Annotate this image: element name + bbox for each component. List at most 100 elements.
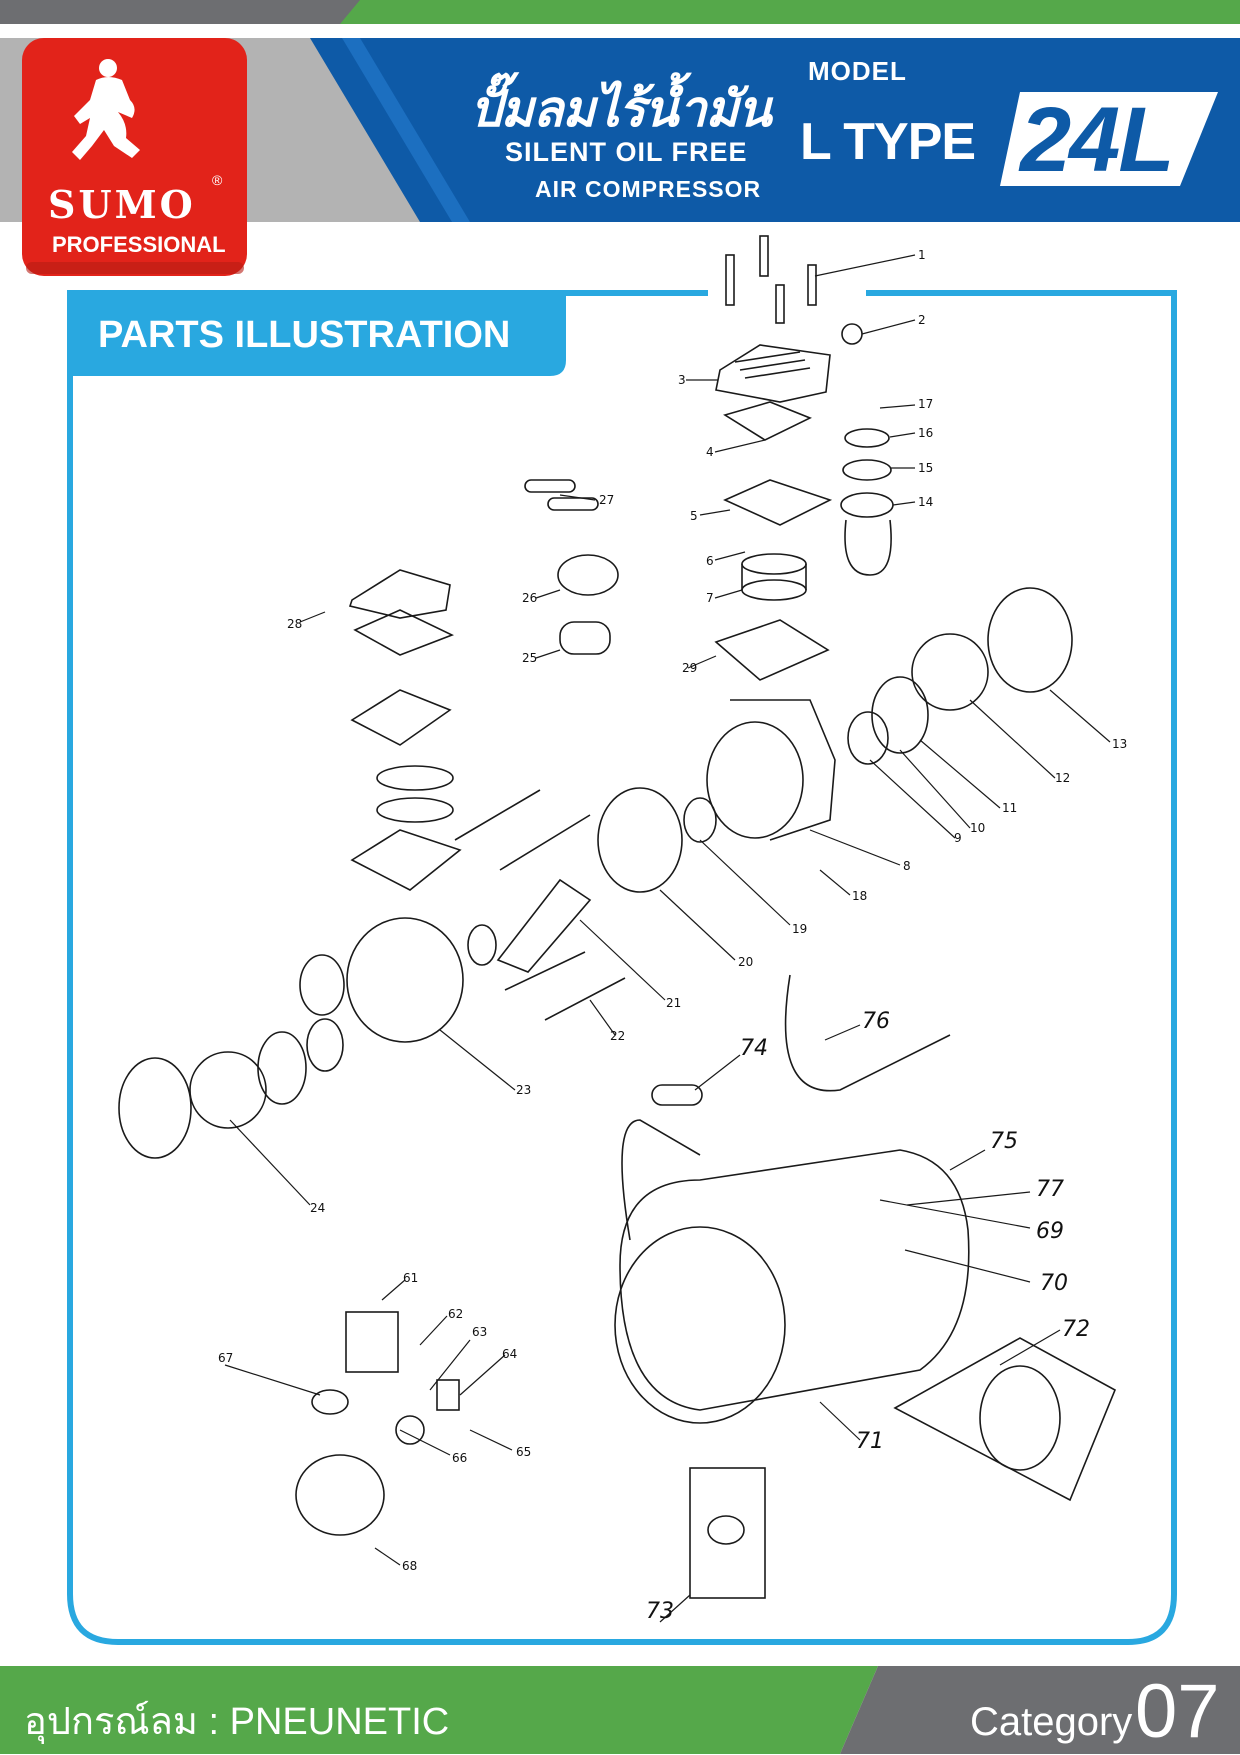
part-label: 67	[218, 1351, 233, 1365]
handle-grip-icon	[651, 1084, 703, 1106]
part-label: 64	[502, 1347, 517, 1361]
part-label: 5	[690, 509, 698, 523]
brand-subtitle: PROFESSIONAL	[52, 232, 226, 257]
part-label: 25	[522, 651, 537, 665]
part-label: 9	[954, 831, 962, 845]
registered-mark: ®	[212, 172, 223, 188]
part-label: 12	[1055, 771, 1070, 785]
product-title-thai: ปั๊มลมไร้น้ำมัน	[470, 80, 772, 138]
part-label: 69	[1036, 1219, 1064, 1244]
stator-icon	[597, 787, 683, 893]
bolt-icon-group	[725, 235, 817, 324]
part-label: 10	[970, 821, 985, 835]
part-label: 68	[402, 1559, 417, 1573]
fitting-icon	[841, 323, 863, 345]
part-label: 14	[918, 495, 933, 509]
capacity-badge	[1000, 92, 1218, 186]
part-label: 20	[738, 955, 753, 969]
part-label: 73	[646, 1599, 674, 1624]
part-label: 72	[1062, 1317, 1090, 1342]
valve-plate-icon	[723, 479, 833, 526]
gauge-icon	[395, 1415, 425, 1445]
wheel-icon	[979, 1365, 1061, 1471]
air-tank-icon	[619, 1149, 970, 1411]
part-labels: 1 2 3 4 5 6 7 8 9 10 11 12 13 14 15 16 1…	[218, 248, 1127, 1624]
part-label: 21	[666, 996, 681, 1010]
pressure-switch-icon	[345, 1311, 399, 1373]
o-ring-icon	[842, 459, 892, 481]
part-label: 27	[599, 493, 614, 507]
part-label: 22	[610, 1029, 625, 1043]
air-pipe-icon	[784, 974, 951, 1092]
footer-green-band	[0, 1666, 878, 1754]
model-type: L TYPE	[800, 113, 976, 171]
fan-blade-icon	[911, 633, 989, 711]
handle-icon	[621, 1119, 701, 1241]
top-gray-stripe	[0, 0, 360, 24]
product-title-line1: SILENT OIL FREE	[505, 137, 748, 167]
motor-housing-2-icon	[346, 917, 464, 1043]
pulley-disc-icon	[871, 676, 929, 754]
valve-disc-icon	[844, 428, 890, 448]
part-label: 16	[918, 426, 933, 440]
part-label: 26	[522, 591, 537, 605]
model-capacity: 24L	[1020, 89, 1175, 191]
part-label: 15	[918, 461, 933, 475]
part-label: 62	[448, 1307, 463, 1321]
part-label: 74	[740, 1036, 768, 1061]
part-label: 75	[990, 1129, 1018, 1154]
sumo-wrestler-logo-icon	[72, 59, 140, 160]
gasket-icon	[723, 401, 812, 441]
power-cord-icon	[295, 1454, 385, 1536]
regulator-icon	[436, 1379, 460, 1411]
bearing-icon	[847, 711, 889, 765]
cylinder-cap-icon	[840, 492, 894, 518]
rubber-foot-box-icon	[689, 1467, 766, 1599]
model-label: MODEL	[808, 56, 907, 86]
part-label: 17	[918, 397, 933, 411]
leader-lines	[224, 254, 1111, 1623]
parts-drawing	[118, 235, 1117, 1599]
capacitor-cover-icon	[557, 554, 619, 596]
part-label: 11	[1002, 801, 1017, 815]
part-label: 13	[1112, 737, 1127, 751]
capacitor-icon	[559, 621, 611, 655]
cylinder-head-2-icon	[348, 569, 451, 619]
part-label: 2	[918, 313, 926, 327]
part-label: 24	[310, 1201, 325, 1215]
footer-category-number: 07	[1135, 1669, 1220, 1754]
part-label: 19	[792, 922, 807, 936]
part-label: 7	[706, 591, 714, 605]
part-label: 77	[1036, 1177, 1064, 1202]
bearing-2-icon	[683, 797, 717, 843]
section-frame	[67, 290, 1177, 1645]
part-label: 23	[516, 1083, 531, 1097]
part-label: 4	[706, 445, 714, 459]
part-label: 71	[856, 1429, 884, 1454]
part-label: 70	[1040, 1271, 1068, 1296]
part-label: 61	[403, 1271, 418, 1285]
part-label: 76	[862, 1009, 890, 1034]
part-label: 28	[287, 617, 302, 631]
rotor-icon	[496, 878, 592, 973]
footer-gray-band	[840, 1666, 1240, 1754]
part-label: 29	[682, 661, 697, 675]
seal-box-icon	[714, 619, 830, 681]
footer-category-text: อุปกรณ์ลม : PNEUNETIC	[24, 1701, 450, 1743]
part-label: 3	[678, 373, 686, 387]
part-label: 65	[516, 1445, 531, 1459]
motor-housing-icon	[706, 721, 804, 839]
section-title: PARTS ILLUSTRATION	[98, 314, 511, 356]
part-label: 63	[472, 1325, 487, 1339]
logo-badge	[22, 38, 247, 276]
tie-rods-icon	[454, 789, 626, 1021]
product-title-line2: AIR COMPRESSOR	[535, 176, 762, 202]
part-label: 18	[852, 889, 867, 903]
part-label: 8	[903, 859, 911, 873]
connecting-rod-icon	[844, 519, 892, 576]
part-label: 6	[706, 554, 714, 568]
fan-cover-2-icon	[118, 1057, 192, 1159]
cylinder-sleeve-icon	[741, 579, 807, 601]
